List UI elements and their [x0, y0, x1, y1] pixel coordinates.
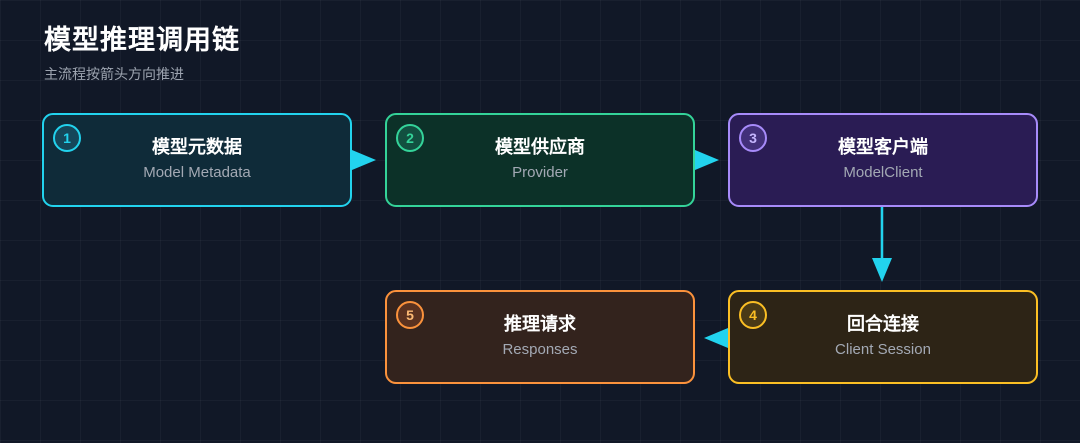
- node-title: 模型元数据: [152, 137, 242, 158]
- step-badge-5: 5: [396, 301, 424, 329]
- arrow-2-to-3: [695, 150, 719, 170]
- node-title: 模型供应商: [495, 137, 585, 158]
- node-provider[interactable]: 2 模型供应商 Provider: [385, 113, 695, 207]
- node-client-session[interactable]: 4 回合连接 Client Session: [728, 290, 1038, 384]
- node-model-metadata[interactable]: 1 模型元数据 Model Metadata: [42, 113, 352, 207]
- node-title: 回合连接: [847, 314, 919, 335]
- step-badge-3: 3: [739, 124, 767, 152]
- node-subtitle: Model Metadata: [143, 164, 251, 181]
- arrow-1-to-2: [352, 150, 376, 170]
- arrow-3-to-4: [872, 258, 892, 282]
- node-subtitle: Provider: [512, 164, 568, 181]
- node-subtitle: Responses: [502, 341, 578, 358]
- arrow-4-to-5: [704, 328, 728, 348]
- node-model-client[interactable]: 3 模型客户端 ModelClient: [728, 113, 1038, 207]
- node-subtitle: ModelClient: [843, 164, 923, 181]
- page-title: 模型推理调用链: [44, 25, 240, 56]
- node-responses[interactable]: 5 推理请求 Responses: [385, 290, 695, 384]
- node-title: 模型客户端: [838, 137, 928, 158]
- node-title: 推理请求: [504, 314, 576, 335]
- step-badge-1: 1: [53, 124, 81, 152]
- step-badge-2: 2: [396, 124, 424, 152]
- node-subtitle: Client Session: [835, 341, 931, 358]
- step-badge-4: 4: [739, 301, 767, 329]
- page-subtitle: 主流程按箭头方向推进: [44, 67, 184, 83]
